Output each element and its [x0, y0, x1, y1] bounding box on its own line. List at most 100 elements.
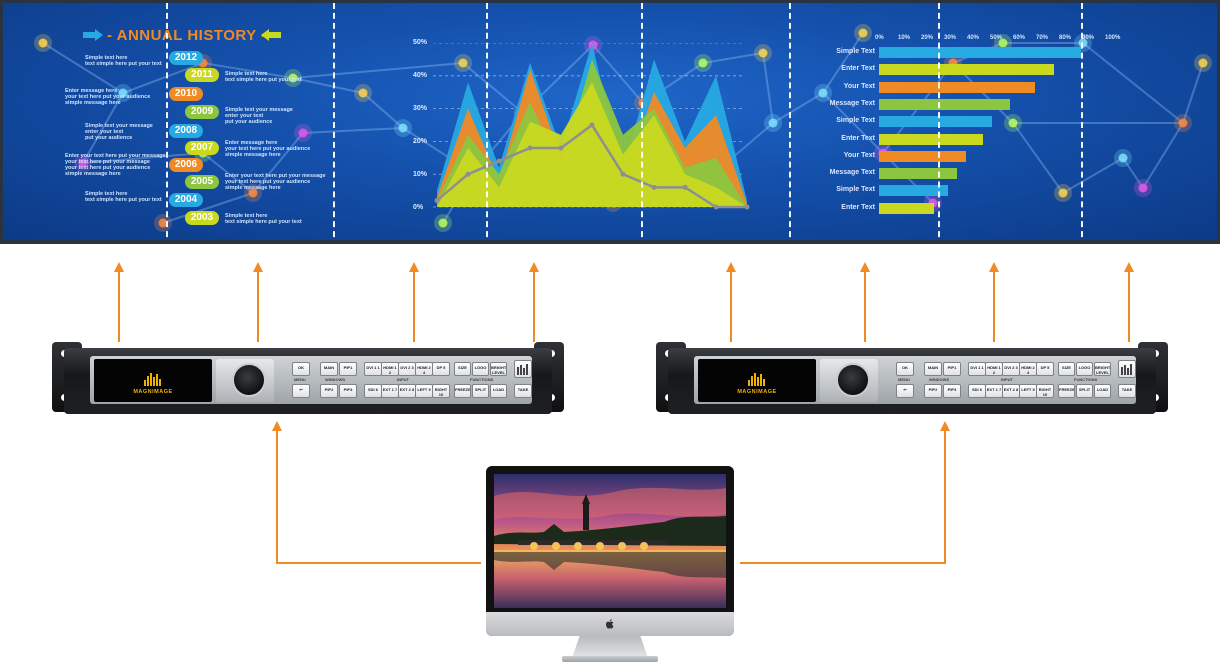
sdi-button[interactable]: SDI 6 [968, 384, 986, 398]
main-button[interactable]: MAIN [924, 362, 942, 376]
menu-group-label: MENU [898, 377, 910, 382]
split-button[interactable]: SPLIT [1076, 384, 1093, 398]
input-line-left-vertical [276, 430, 278, 564]
panel-divider [789, 3, 791, 240]
area-chart [433, 43, 750, 210]
timeline-note-right: Simple text here text simple here put yo… [225, 71, 302, 83]
pip3-button[interactable]: PIP3 [339, 384, 357, 398]
dp-button[interactable]: DP 5 [1036, 362, 1054, 376]
arrow-line [730, 270, 732, 342]
timeline-note-left: Simple text here text simple here put yo… [85, 191, 162, 203]
pip1-button[interactable]: PIP1 [339, 362, 357, 376]
panel-divider [938, 3, 940, 240]
bar [879, 168, 958, 180]
x-tick-label: 90% [1082, 35, 1095, 41]
panel-divider [1081, 3, 1083, 240]
bar [879, 64, 1054, 76]
freeze-button[interactable]: FREEZE [454, 384, 471, 398]
year-badge: 2006 [169, 158, 203, 172]
sunset-landscape-image [494, 474, 726, 608]
left-button[interactable]: LEFT 9 [415, 384, 433, 398]
load-button[interactable]: LOAD [1094, 384, 1111, 398]
panel-divider [333, 3, 335, 240]
brand-logo-icon [748, 373, 765, 386]
ext1-button[interactable]: EXT 1 7 [381, 384, 399, 398]
bar [879, 185, 948, 197]
menu-group-label: MENU [294, 377, 306, 382]
timeline-title: - ANNUAL HISTORY - [107, 27, 267, 44]
input-line-right-vertical [944, 430, 946, 564]
logo-button[interactable]: LOGO [1076, 362, 1093, 376]
back-button[interactable]: ↩ [896, 384, 914, 398]
bar-label: Your Text [843, 151, 875, 159]
x-tick-label: 50% [990, 35, 1003, 41]
pip1-button[interactable]: PIP1 [943, 362, 961, 376]
rotary-knob[interactable] [836, 363, 870, 397]
brand-name: MAGNIMAGE [737, 389, 777, 395]
ok-button[interactable]: OK [292, 362, 310, 376]
take-button[interactable]: TAKE [514, 384, 532, 398]
bar-label: Message Text [829, 169, 875, 177]
dvi1-button[interactable]: DVI 1 1 [364, 362, 382, 376]
logo-button[interactable]: LOGO [472, 362, 489, 376]
dvi2-button[interactable]: DVI 2 3 [398, 362, 416, 376]
apple-logo-icon [605, 619, 614, 629]
ext2-button[interactable]: EXT 2 8 [398, 384, 416, 398]
pip2-button[interactable]: PIP2 [320, 384, 338, 398]
bar-label: Simple Text [836, 117, 875, 125]
hdmi1-button[interactable]: HDMI 1 2 [381, 362, 399, 376]
arrow-line [993, 270, 995, 342]
panel-divider [641, 3, 643, 240]
back-button[interactable]: ↩ [292, 384, 310, 398]
x-tick-label: 30% [944, 35, 957, 41]
lcd-display: MAGNIMAGE [698, 359, 816, 402]
pip3-button[interactable]: PIP3 [943, 384, 961, 398]
trend-point [465, 171, 471, 177]
panel-divider [486, 3, 488, 240]
split-button[interactable]: SPLIT [472, 384, 489, 398]
main-button[interactable]: MAIN [320, 362, 338, 376]
dvi2-button[interactable]: DVI 2 3 [1002, 362, 1020, 376]
arrow-up-icon [989, 262, 999, 272]
freeze-button[interactable]: FREEZE [1058, 384, 1075, 398]
trend-point [651, 184, 657, 190]
hdmi2-button[interactable]: HDMI 2 4 [1019, 362, 1037, 376]
dvi1-button[interactable]: DVI 1 1 [968, 362, 986, 376]
ext2-button[interactable]: EXT 2 8 [1002, 384, 1020, 398]
monitor-stand [572, 636, 648, 658]
dp-button[interactable]: DP 5 [432, 362, 450, 376]
equalizer-icon[interactable] [1118, 360, 1136, 378]
size-button[interactable]: SIZE [454, 362, 471, 376]
arrow-up-icon [726, 262, 736, 272]
arrow-line [1128, 270, 1130, 342]
y-tick-label: 20% [413, 138, 428, 145]
monitor-screen [494, 474, 726, 608]
left-button[interactable]: LEFT 9 [1019, 384, 1037, 398]
size-button[interactable]: SIZE [1058, 362, 1075, 376]
x-tick-label: 70% [1036, 35, 1049, 41]
arrow-up-icon [1124, 262, 1134, 272]
y-tick-label: 50% [413, 39, 428, 46]
bright-button[interactable]: BRIGHT LEVEL [1094, 362, 1111, 376]
equalizer-icon[interactable] [514, 360, 532, 378]
right-button[interactable]: RIGHT 10 [1036, 384, 1054, 398]
year-badge: 2008 [169, 124, 203, 138]
right-button[interactable]: RIGHT 10 [432, 384, 450, 398]
bright-button[interactable]: BRIGHT LEVEL [490, 362, 507, 376]
ok-button[interactable]: OK [896, 362, 914, 376]
arrow-up-icon [940, 421, 950, 431]
pip2-button[interactable]: PIP2 [924, 384, 942, 398]
ext1-button[interactable]: EXT 1 7 [985, 384, 1003, 398]
arrow-up-icon [114, 262, 124, 272]
take-button[interactable]: TAKE [1118, 384, 1136, 398]
hdmi2-button[interactable]: HDMI 2 4 [415, 362, 433, 376]
x-tick-label: 80% [1059, 35, 1072, 41]
load-button[interactable]: LOAD [490, 384, 507, 398]
sdi-button[interactable]: SDI 6 [364, 384, 382, 398]
bar-label: Enter Text [841, 134, 875, 142]
hdmi1-button[interactable]: HDMI 1 2 [985, 362, 1003, 376]
arrow-up-icon [253, 262, 263, 272]
rotary-knob[interactable] [232, 363, 266, 397]
